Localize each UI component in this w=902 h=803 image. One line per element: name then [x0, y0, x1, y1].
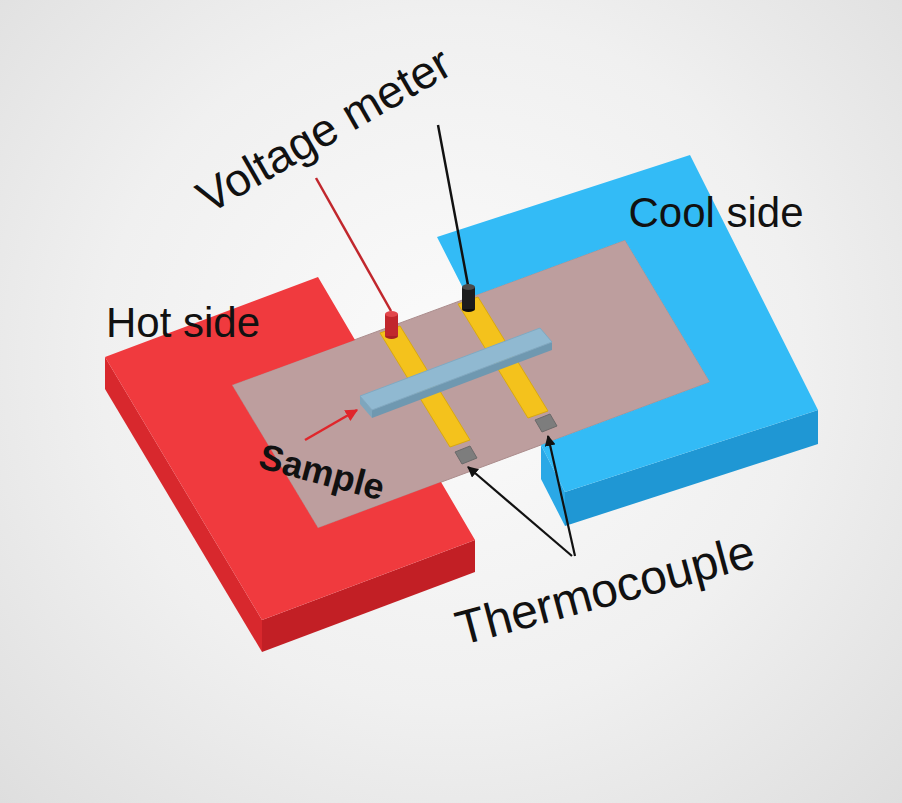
leader-arrow — [468, 467, 572, 556]
cool-block: Cool side — [432, 150, 824, 532]
voltage-probe — [462, 287, 475, 309]
sample-bar — [360, 328, 552, 410]
probe-top — [462, 284, 475, 290]
block-top-face — [437, 155, 818, 492]
block-top-face — [105, 277, 475, 620]
block-label: Cool side — [628, 189, 803, 237]
leader-arrow — [548, 436, 575, 556]
probe-wire — [438, 125, 468, 285]
probe-wire — [316, 178, 391, 311]
thermocouple-pad — [535, 414, 557, 432]
instrument-label: Voltage meter — [188, 36, 460, 224]
block-label: Hot side — [106, 299, 260, 347]
thermocouple-pad — [455, 446, 477, 464]
probe-top — [385, 311, 398, 317]
part-label: Thermocouple — [450, 524, 761, 657]
sample-front-face — [372, 342, 552, 418]
leader-arrow — [305, 410, 357, 440]
voltage-probe — [385, 314, 398, 336]
part-label: Sample — [255, 435, 389, 508]
